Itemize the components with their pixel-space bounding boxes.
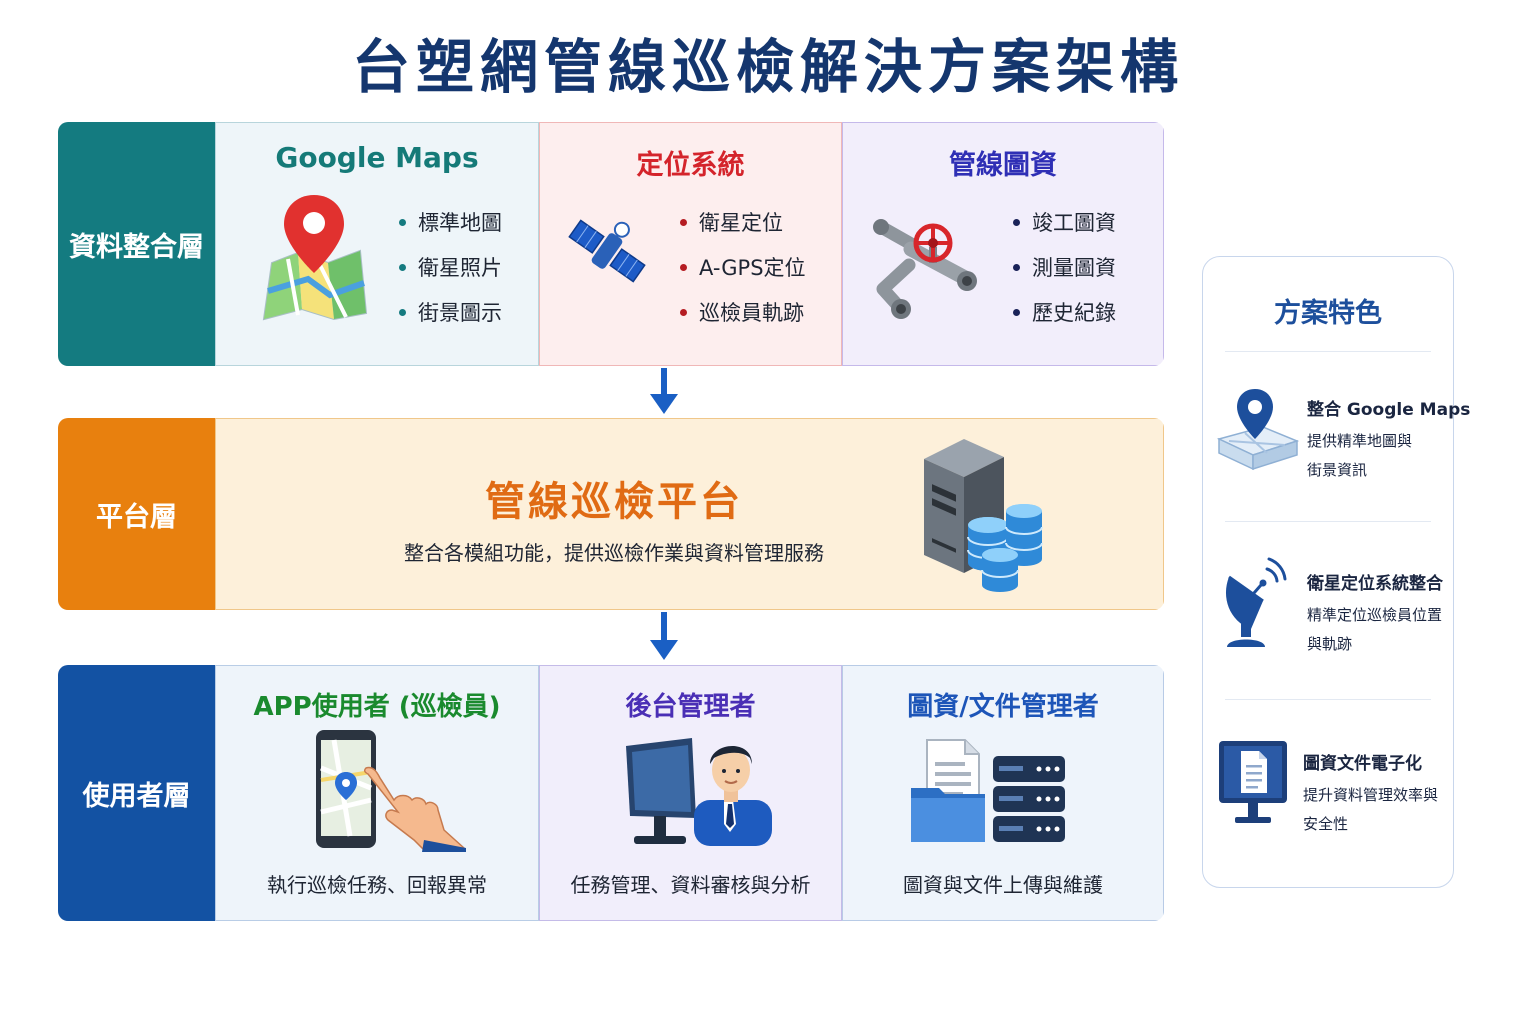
list-item: 衛星照片 [399, 246, 502, 291]
list-item: A-GPS定位 [680, 246, 806, 291]
google-maps-title: Google Maps [275, 141, 479, 174]
list-item: 街景圖示 [399, 291, 502, 336]
divider [1225, 699, 1431, 700]
list-item: 歷史紀錄 [1013, 291, 1116, 336]
platform-description: 整合各模組功能，提供巡檢作業與資料管理服務 [404, 541, 824, 565]
user-layer: 使用者層 APP使用者 (巡檢員) 執行巡檢任務、回報異常 後台管理者 [58, 665, 1164, 921]
feature-title: 衛星定位系統整合 [1307, 574, 1443, 594]
list-item: 測量圖資 [1013, 246, 1116, 291]
feature-description: 提供精準地圖與 街景資訊 [1307, 432, 1413, 479]
app-user-caption: 執行巡檢任務、回報異常 [267, 873, 487, 897]
arrow-down-icon [650, 368, 678, 414]
backend-admin-caption: 任務管理、資料審核與分析 [570, 873, 811, 897]
backend-admin-title: 後台管理者 [625, 692, 756, 722]
platform-panel: 管線巡檢平台 整合各模組功能，提供巡檢作業與資料管理服務 [215, 418, 1164, 610]
document-monitor-icon [1219, 741, 1287, 823]
data-integration-layer: 資料整合層 Google Maps 標準地圖 衛星照片 街景圖示 定位系統 [58, 122, 1164, 366]
layer-label-platform: 平台層 [58, 418, 215, 610]
google-maps-panel: Google Maps 標準地圖 衛星照片 街景圖示 [215, 122, 539, 366]
feature-title: 圖資文件電子化 [1303, 754, 1422, 774]
pipeline-drawing-panel: 管線圖資 竣工圖資 測量圖資 歷史紀錄 [842, 122, 1164, 366]
divider [1225, 351, 1431, 352]
platform-title: 管線巡檢平台 [485, 479, 743, 525]
pipeline-drawing-list: 竣工圖資 測量圖資 歷史紀錄 [1013, 201, 1116, 336]
map-pin-icon [262, 195, 368, 321]
layer-label-data: 資料整合層 [58, 122, 215, 366]
layer-label-user: 使用者層 [58, 665, 215, 921]
document-manager-panel: 圖資/文件管理者 圖資與文件上傳與維護 [842, 665, 1164, 921]
feature-title: 整合 Google Maps [1307, 400, 1471, 420]
satellite-dish-icon [1225, 557, 1287, 647]
server-database-icon [924, 439, 1043, 592]
backend-admin-panel: 後台管理者 任務管理、資料審核與分析 [539, 665, 842, 921]
admin-monitor-icon [626, 738, 772, 846]
document-manager-caption: 圖資與文件上傳與維護 [903, 873, 1103, 897]
features-panel: 方案特色 整合 Google Maps 提供精準地圖與 街景資訊 衛星定位系統整… [1202, 256, 1470, 888]
document-manager-title: 圖資/文件管理者 [907, 692, 1099, 722]
features-title: 方案特色 [1274, 298, 1382, 329]
divider [1225, 521, 1431, 522]
page-title: 台塑網管線巡檢解決方案架構 [351, 33, 1184, 101]
list-item: 標準地圖 [399, 201, 502, 246]
positioning-system-title: 定位系統 [636, 150, 745, 181]
app-user-panel: APP使用者 (巡檢員) 執行巡檢任務、回報異常 [215, 665, 539, 921]
arrow-down-icon [650, 612, 678, 660]
pipe-valve-icon [873, 219, 977, 319]
pipeline-drawing-title: 管線圖資 [949, 150, 1057, 181]
map-location-icon [1216, 389, 1299, 471]
satellite-icon [568, 219, 646, 283]
feature-description: 提升資料管理效率與 安全性 [1303, 786, 1439, 833]
smartphone-tap-icon [316, 730, 466, 852]
app-user-title: APP使用者 (巡檢員) [253, 692, 501, 722]
google-maps-list: 標準地圖 衛星照片 街景圖示 [399, 201, 502, 336]
document-server-icon [911, 739, 1065, 842]
feature-description: 精準定位巡檢員位置 與軌跡 [1307, 606, 1443, 653]
list-item: 竣工圖資 [1013, 201, 1116, 246]
list-item: 巡檢員軌跡 [680, 291, 806, 336]
positioning-system-list: 衛星定位 A-GPS定位 巡檢員軌跡 [680, 201, 806, 336]
positioning-system-panel: 定位系統 衛星定位 A-GPS定位 巡檢員軌跡 [539, 122, 842, 366]
list-item: 衛星定位 [680, 201, 806, 246]
platform-layer: 平台層 管線巡檢平台 整合各模組功能，提供巡檢作業與資料管理服務 [58, 418, 1164, 610]
